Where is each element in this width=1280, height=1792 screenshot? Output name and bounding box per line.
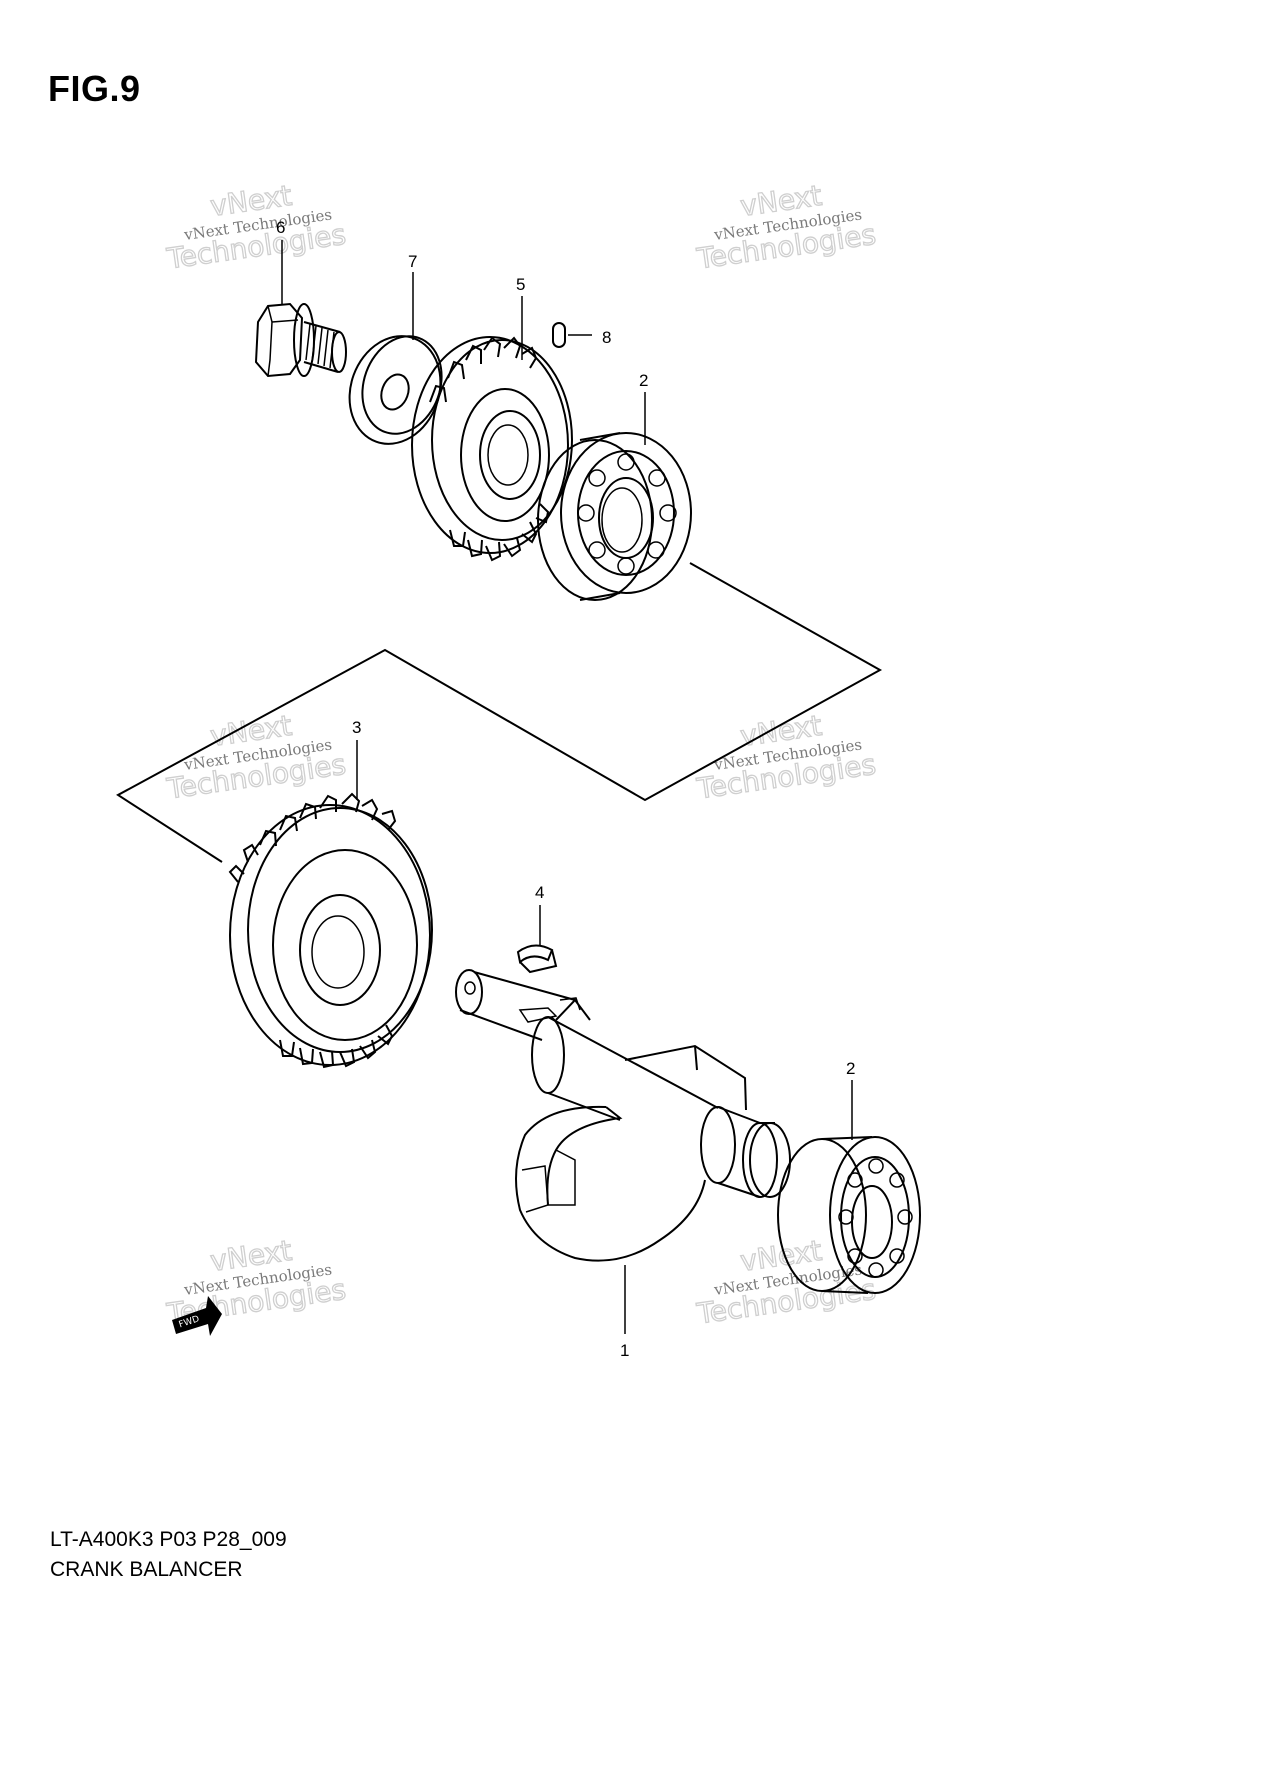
figure-title: FIG.9 [48, 68, 141, 109]
bearing-part-2-top [537, 432, 692, 601]
assembly-guide-lines [116, 562, 883, 863]
watermark-mid-right: vNext vNext Technologies Technologies [694, 708, 879, 806]
watermark-mid-left: vNext vNext Technologies Technologies [164, 708, 349, 806]
bolt-part-6 [254, 302, 347, 378]
front-direction-arrow-icon: FWD [172, 1296, 222, 1336]
callout-7: 7 [408, 252, 417, 271]
washer-part-7 [348, 335, 443, 445]
gear-part-3 [228, 792, 433, 1069]
callout-3: 3 [352, 718, 361, 737]
callout-6: 6 [276, 218, 285, 237]
callout-1: 1 [620, 1341, 629, 1360]
callout-4: 4 [535, 883, 544, 902]
callout-5: 5 [516, 275, 525, 294]
diagram-title: CRANK BALANCER [50, 1558, 243, 1581]
watermark-top-right: vNext vNext Technologies Technologies [694, 178, 879, 276]
callout-8: 8 [602, 328, 611, 347]
callout-2-bottom: 2 [846, 1059, 855, 1078]
callout-numbers: 6 7 5 8 2 3 4 2 1 [276, 218, 855, 1360]
callout-leaders [281, 240, 853, 1334]
watermark-top-left: vNext vNext Technologies Technologies [164, 178, 349, 276]
diagram-code: LT-A400K3 P03 P28_009 [50, 1528, 287, 1551]
callout-2-top: 2 [639, 371, 648, 390]
balancer-shaft-part-1 [455, 969, 791, 1262]
bearing-part-2-bottom [777, 1136, 921, 1294]
gear-part-5 [411, 336, 573, 562]
pin-part-8 [552, 322, 566, 348]
key-part-4 [516, 944, 558, 974]
